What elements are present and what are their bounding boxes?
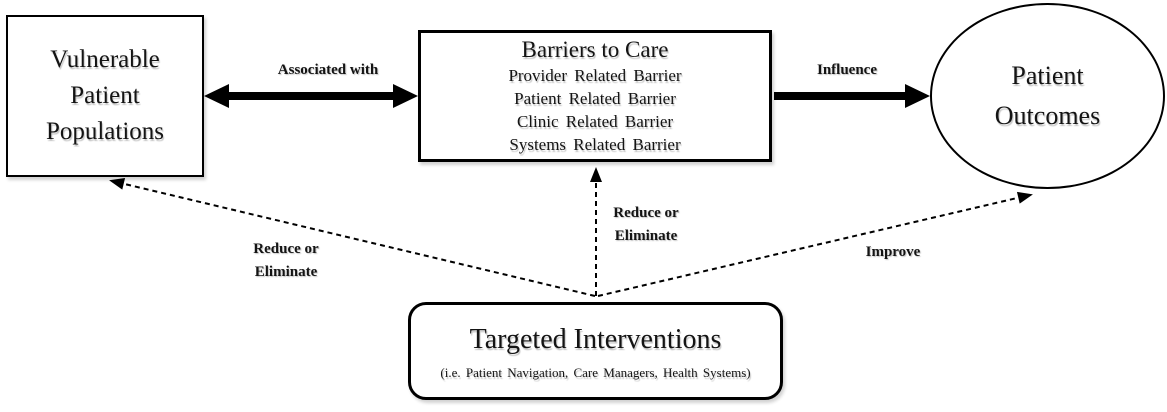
reduce-eliminate-center-label: Reduce or Eliminate — [599, 202, 693, 248]
vulnerable-line-2: Patient — [70, 82, 140, 109]
influence-label: Influence — [817, 62, 877, 78]
improve-arrow — [597, 191, 1033, 297]
reduce-eliminate-left-line-1: Reduce or — [253, 241, 319, 257]
vulnerable-line-1: Vulnerable — [50, 46, 160, 73]
reduce-eliminate-left-arrow — [109, 177, 596, 297]
barriers-title: Barriers to Care — [521, 37, 669, 62]
outcomes-line-2: Outcomes — [994, 101, 1101, 130]
associated-with-arrow — [204, 84, 418, 108]
barriers-to-care-box: Barriers to Care Provider Related Barrie… — [418, 30, 772, 162]
targeted-interventions-box: Targeted Interventions (i.e. Patient Nav… — [408, 302, 783, 400]
barriers-item-patient: Patient Related Barrier — [514, 89, 676, 108]
reduce-eliminate-left-label: Reduce or Eliminate — [233, 238, 339, 284]
associated-with-label: Associated with — [277, 62, 379, 78]
patient-outcomes-ellipse: Patient Outcomes — [930, 3, 1165, 189]
vulnerable-line-3: Populations — [45, 118, 165, 145]
interventions-title: Targeted Interventions — [469, 323, 722, 355]
reduce-eliminate-left-line-2: Eliminate — [254, 264, 318, 280]
reduce-eliminate-center-line-1: Reduce or — [613, 205, 679, 221]
outcomes-line-1: Patient — [1011, 61, 1084, 90]
improve-label: Improve — [865, 244, 921, 260]
barriers-item-systems: Systems Related Barrier — [509, 135, 681, 154]
vulnerable-patient-populations-box: Vulnerable Patient Populations — [6, 15, 204, 177]
interventions-subtitle: (i.e. Patient Navigation, Care Managers,… — [440, 364, 751, 380]
influence-arrow — [774, 84, 930, 108]
reduce-eliminate-center-line-2: Eliminate — [614, 228, 678, 244]
barriers-item-clinic: Clinic Related Barrier — [516, 112, 674, 131]
barriers-item-provider: Provider Related Barrier — [508, 66, 682, 85]
